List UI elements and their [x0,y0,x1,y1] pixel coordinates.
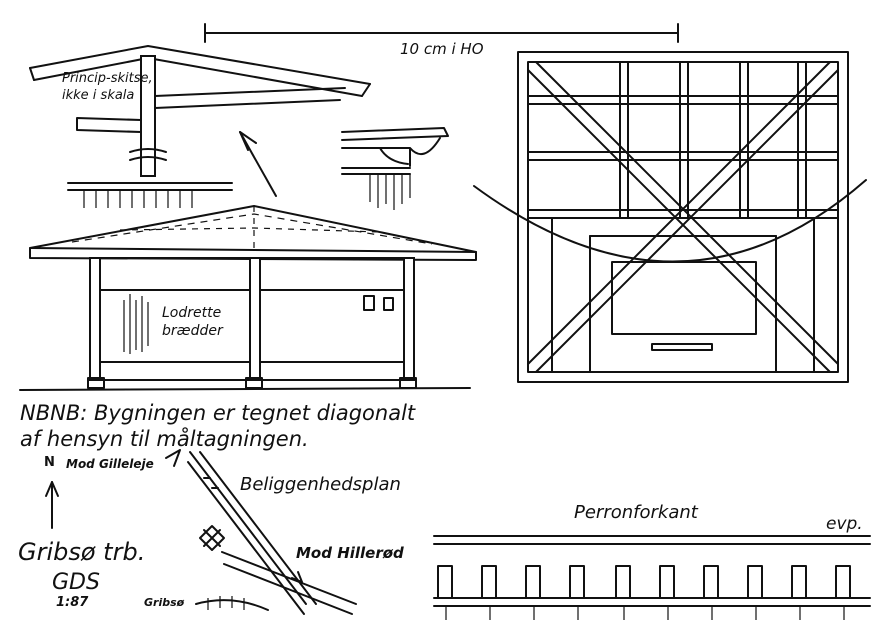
note-line-1: NBNB: Bygningen er tegnet diagonalt [20,401,416,425]
eaves-detail [341,127,449,210]
roof-plan [473,51,867,383]
vertical-boards-label: Lodrette brædder [162,304,223,340]
title-station-name: Gribsø trb. [18,538,146,566]
building-elevation [19,205,477,391]
north-arrow-label: N [44,455,55,470]
title-scale: 1:87 [56,595,89,610]
direction-gilleleje-label: Mod Gilleleje [66,457,154,471]
platform-edge-label: Perronforkant [574,502,698,523]
vertical-boards-line-2: brædder [162,323,223,339]
station-name-label: Gribsø [144,596,185,609]
diagonal-drawing-note: NBNB: Bygningen er tegnet diagonalt af h… [20,400,415,452]
principle-sketch-note: Princip-skitse, ikke i skala [62,70,153,104]
site-plan [45,449,357,615]
vertical-boards-line-1: Lodrette [162,305,222,321]
direction-hillerod-label: Mod Hillerød [296,544,404,562]
scale-bar [204,23,679,43]
principle-sketch [29,45,371,208]
scale-bar-label: 10 cm i HO [400,40,484,58]
platform-abbrev-label: evp. [826,514,863,534]
platform-section [433,535,871,620]
sketch-note-line-1: Princip-skitse, [62,71,153,86]
note-line-2: af hensyn til måltagningen. [20,427,309,451]
sketch-note-line-2: ikke i skala [62,88,135,103]
title-gauge: GDS [52,570,100,595]
site-plan-title: Beliggenhedsplan [240,474,401,495]
